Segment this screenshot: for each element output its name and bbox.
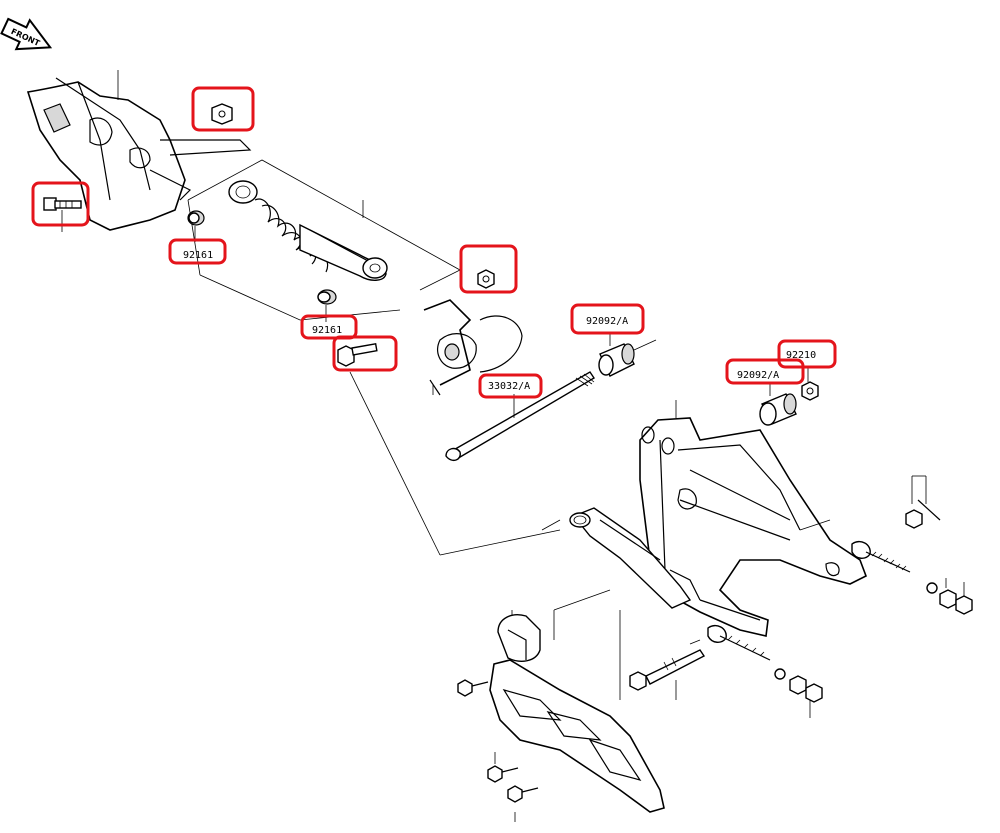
label-pivot-shaft: 33032/A (488, 381, 530, 392)
swingarm-sleeve-left[interactable] (598, 343, 635, 377)
shock-absorber (187, 159, 561, 556)
highlight-frame-bolt[interactable] (31, 181, 90, 227)
highlight-swingarm-nut-label[interactable] (777, 339, 837, 369)
lower-link (569, 507, 692, 609)
highlight-swingarm-sleeve-right-label[interactable] (725, 358, 805, 385)
frame-section (26, 70, 252, 232)
chain-adjuster-right (851, 475, 973, 615)
highlight-upper-frame-nut[interactable] (191, 86, 255, 132)
label-swingarm-sleeve-left: 92092/A (586, 316, 628, 327)
svg-text:92210: 92210 (786, 350, 816, 361)
svg-text:33032/A: 33032/A (488, 381, 530, 392)
shock-bushing-upper[interactable] (187, 210, 205, 226)
frame-bolt[interactable] (43, 197, 82, 211)
svg-text:92092/A: 92092/A (586, 316, 628, 327)
swingarm-sleeve-right[interactable] (759, 393, 797, 426)
highlight-shock-lower-nut[interactable] (459, 244, 518, 294)
highlight-pivot-shaft-label[interactable] (478, 373, 543, 399)
shock-bolt[interactable] (337, 343, 378, 367)
shock-bushing-lower[interactable] (317, 289, 337, 305)
svg-text:92161: 92161 (183, 250, 213, 261)
upper-frame-nut[interactable] (211, 103, 233, 125)
front-arrow-icon: FRONT (0, 17, 53, 51)
highlight-shock-bushing-upper-label[interactable] (168, 238, 227, 265)
pivot-shaft[interactable] (445, 371, 595, 462)
chain-guide (457, 589, 665, 822)
highlight-shock-bushing-lower-label[interactable] (300, 314, 358, 340)
shock-lower-nut[interactable] (477, 269, 495, 289)
label-shock-bushing-lower: 92161 (312, 325, 342, 336)
guide-bolt-2 (487, 765, 519, 783)
svg-text:92092/A: 92092/A (737, 370, 779, 381)
label-swingarm-nut: 92210 (786, 350, 816, 361)
swingarm-nut[interactable] (801, 381, 819, 401)
svg-text:92161: 92161 (312, 325, 342, 336)
guide-bolt-3 (507, 785, 539, 803)
chain-adjuster-left (707, 624, 823, 718)
label-swingarm-sleeve-right: 92092/A (737, 370, 779, 381)
lower-shock-mount (423, 299, 523, 396)
lower-bolt (629, 639, 706, 700)
label-shock-bushing-upper: 92161 (183, 250, 213, 261)
highlight-shock-bolt[interactable] (332, 335, 398, 372)
guide-bolt-1 (457, 679, 489, 697)
highlight-swingarm-sleeve-left-label[interactable] (570, 303, 645, 335)
